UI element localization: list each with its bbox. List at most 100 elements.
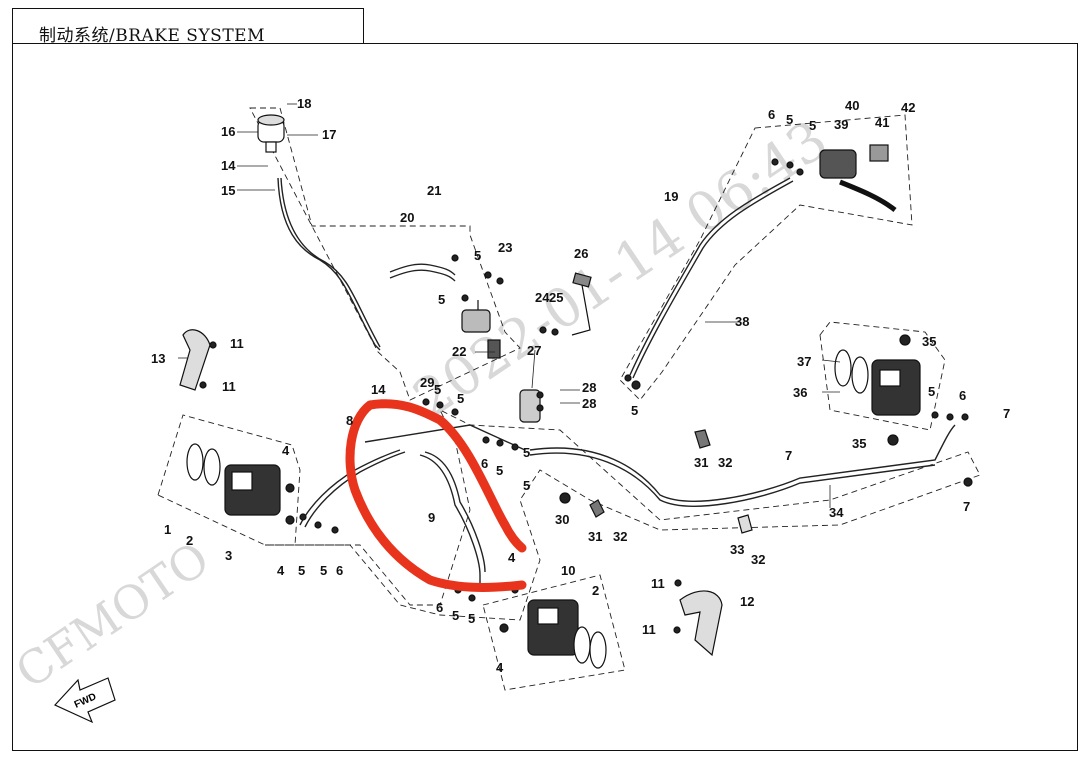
front-master-cylinder-outline bbox=[619, 114, 913, 401]
left-caliper-3 bbox=[186, 443, 281, 516]
hose-20-outer bbox=[389, 269, 456, 282]
callout-29: 29 bbox=[420, 375, 434, 390]
callout-25: 25 bbox=[549, 290, 563, 305]
callout-17: 17 bbox=[322, 127, 336, 142]
callout-15: 15 bbox=[221, 183, 235, 198]
callout-21: 21 bbox=[427, 183, 441, 198]
callout-6: 6 bbox=[768, 107, 775, 122]
callout-5: 5 bbox=[496, 463, 503, 478]
right-front-caliper-outline bbox=[482, 574, 626, 691]
callout-6: 6 bbox=[436, 600, 443, 615]
callout-12: 12 bbox=[740, 594, 754, 609]
callout-13: 13 bbox=[151, 351, 165, 366]
hose-9 bbox=[419, 454, 481, 585]
callout-32: 32 bbox=[751, 552, 765, 567]
callout-34: 34 bbox=[829, 505, 844, 520]
callout-24: 24 bbox=[535, 290, 550, 305]
callout-5: 5 bbox=[438, 292, 445, 307]
callout-10: 10 bbox=[561, 563, 575, 578]
callout-7: 7 bbox=[1003, 406, 1010, 421]
callout-14: 14 bbox=[371, 382, 386, 397]
reservoir-16 bbox=[257, 114, 285, 153]
clip-31 bbox=[694, 429, 711, 449]
callout-6: 6 bbox=[481, 456, 488, 471]
callout-3: 3 bbox=[225, 548, 232, 563]
callout-6: 6 bbox=[336, 563, 343, 578]
callout-30: 30 bbox=[555, 512, 569, 527]
callout-18: 18 bbox=[297, 96, 311, 111]
callout-32: 32 bbox=[718, 455, 732, 470]
callout-1: 1 bbox=[164, 522, 171, 537]
clip-33 bbox=[737, 514, 753, 534]
callout-5: 5 bbox=[468, 611, 475, 626]
fwd-arrow: FWD bbox=[53, 677, 116, 724]
callout-38: 38 bbox=[735, 314, 749, 329]
page-title: 制动系统/BRAKE SYSTEM bbox=[39, 26, 265, 46]
callout-5: 5 bbox=[452, 608, 459, 623]
components bbox=[179, 114, 973, 669]
callout-5: 5 bbox=[320, 563, 327, 578]
callout-5: 5 bbox=[298, 563, 305, 578]
left-front-caliper-outline bbox=[157, 414, 301, 546]
callout-37: 37 bbox=[797, 354, 811, 369]
callout-40: 40 bbox=[845, 98, 859, 113]
brake-hoses bbox=[277, 177, 956, 585]
callout-2: 2 bbox=[186, 533, 193, 548]
callout-33: 33 bbox=[730, 542, 744, 557]
callout-11: 11 bbox=[651, 576, 665, 591]
callout-5: 5 bbox=[434, 382, 441, 397]
callout-11: 11 bbox=[642, 622, 656, 637]
callout-6: 6 bbox=[959, 388, 966, 403]
callout-labels: 1 2 2 3 4 4 4 4 5 5 5 5 5 5 5 5 5 5 5 5 … bbox=[151, 96, 1010, 675]
rear-caliper bbox=[834, 349, 921, 416]
rear-master-cylinder-outline bbox=[249, 107, 521, 401]
callout-4: 4 bbox=[277, 563, 285, 578]
callout-4: 4 bbox=[508, 550, 516, 565]
hose-left-front-outer bbox=[304, 451, 406, 528]
callout-41: 41 bbox=[875, 115, 889, 130]
red-markup-highlight bbox=[345, 399, 527, 592]
hose-34-outer bbox=[529, 452, 936, 507]
callout-5: 5 bbox=[474, 248, 481, 263]
callout-5: 5 bbox=[928, 384, 935, 399]
hose-34 bbox=[529, 424, 956, 502]
watermark-stamp: 2022-01-14 06:43 bbox=[402, 108, 839, 431]
callout-42: 42 bbox=[901, 100, 915, 115]
title-box: 制动系统/BRAKE SYSTEM bbox=[12, 8, 364, 46]
callout-20: 20 bbox=[400, 210, 414, 225]
callout-4: 4 bbox=[282, 443, 290, 458]
hose-20 bbox=[389, 263, 456, 276]
hose-38 bbox=[629, 177, 791, 376]
callout-7: 7 bbox=[963, 499, 970, 514]
callout-5: 5 bbox=[523, 478, 530, 493]
callout-19: 19 bbox=[664, 189, 678, 204]
callout-26: 26 bbox=[574, 246, 588, 261]
right-caliper-10 bbox=[527, 599, 607, 669]
callout-2: 2 bbox=[592, 583, 599, 598]
fwd-arrow-icon bbox=[53, 677, 116, 724]
callout-31: 31 bbox=[588, 529, 602, 544]
watermark-brand: CFMOTO bbox=[6, 531, 219, 699]
callout-11: 11 bbox=[230, 336, 244, 351]
clip-31b bbox=[589, 499, 605, 518]
callout-28: 28 bbox=[582, 380, 596, 395]
callout-23: 23 bbox=[498, 240, 512, 255]
callout-27: 27 bbox=[527, 343, 541, 358]
front-master-cylinder-39 bbox=[819, 144, 897, 212]
callout-8: 8 bbox=[346, 413, 353, 428]
callout-5: 5 bbox=[457, 391, 464, 406]
hose-38-outer bbox=[632, 180, 794, 379]
rear-reservoir-hose-outer bbox=[280, 177, 381, 348]
callout-22: 22 bbox=[452, 344, 466, 359]
callout-32: 32 bbox=[613, 529, 627, 544]
callout-35: 35 bbox=[922, 334, 936, 349]
bracket-13 bbox=[179, 329, 211, 391]
callout-36: 36 bbox=[793, 385, 807, 400]
callout-14: 14 bbox=[221, 158, 236, 173]
callout-39: 39 bbox=[834, 117, 848, 132]
callout-5: 5 bbox=[523, 445, 530, 460]
callout-31: 31 bbox=[694, 455, 708, 470]
callout-16: 16 bbox=[221, 124, 235, 139]
